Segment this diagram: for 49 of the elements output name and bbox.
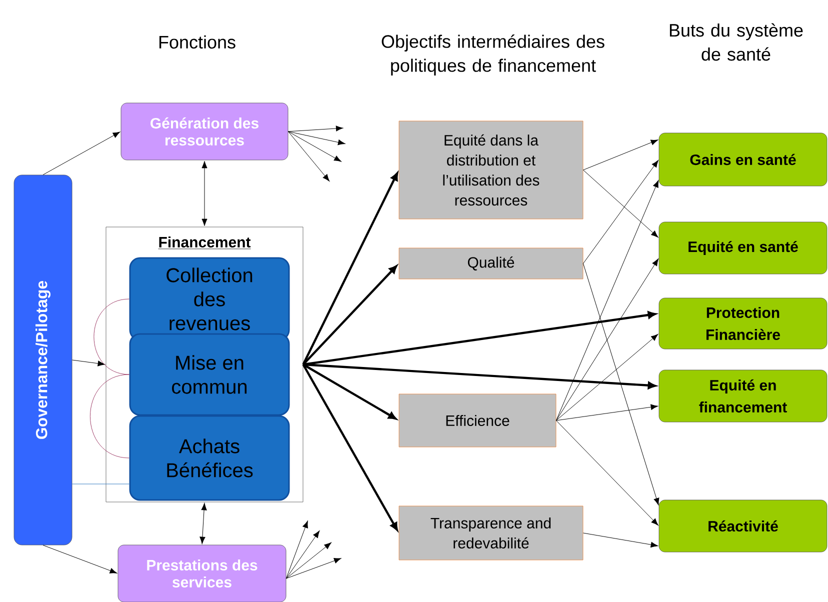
arrow xyxy=(72,360,106,366)
connector-curve xyxy=(94,298,130,375)
arrow xyxy=(582,160,658,264)
arrow xyxy=(556,180,659,421)
arrow xyxy=(582,170,658,238)
arrow xyxy=(286,558,342,579)
arrow xyxy=(200,502,207,544)
function-box: Génération des ressources xyxy=(120,102,288,160)
arrow xyxy=(286,520,308,579)
arrow xyxy=(556,258,658,421)
arrow xyxy=(288,131,346,146)
objective-box: Transparence and redevabilité xyxy=(398,506,584,560)
arrow xyxy=(556,334,658,421)
column-heading: Fonctions xyxy=(159,35,236,49)
arrow xyxy=(582,532,658,548)
arrow xyxy=(303,311,656,366)
arrow xyxy=(286,530,320,579)
arrow xyxy=(288,131,330,182)
goal-box: Equité en financement xyxy=(658,370,828,422)
governance-bar: Governance/Pilotage xyxy=(14,174,72,546)
arrow xyxy=(42,132,120,176)
goal-box: Equité en santé xyxy=(658,222,828,274)
goal-box: Protection Financière xyxy=(658,298,828,350)
arrow xyxy=(302,364,398,530)
financing-box: Mise en commun xyxy=(129,333,290,416)
arrow xyxy=(202,160,208,226)
objective-box: Efficience xyxy=(398,394,556,448)
arrow xyxy=(42,544,118,574)
goal-box: Gains en santé xyxy=(658,132,828,186)
arrow xyxy=(302,364,396,420)
arrow xyxy=(556,420,658,526)
arrow xyxy=(556,404,658,421)
connector-curve xyxy=(90,374,130,458)
column-heading: Objectifs intermédiaires des politiques de financement xyxy=(382,34,604,76)
function-box: Prestations des services xyxy=(118,544,286,602)
financing-box: Achats Bénéfices xyxy=(129,415,290,501)
arrow xyxy=(582,263,660,506)
arrow xyxy=(303,363,656,389)
arrow xyxy=(286,542,332,579)
financing-box: Collection des revenues xyxy=(129,257,290,341)
arrow xyxy=(288,126,344,132)
column-heading: Buts du système de santé xyxy=(670,23,803,61)
objective-box: Qualité xyxy=(398,248,584,280)
arrow xyxy=(302,172,398,365)
arrow xyxy=(288,131,342,162)
goal-box: Réactivité xyxy=(658,500,828,552)
arrow xyxy=(582,140,658,170)
objective-box: Equité dans la distribution et l’utilisation des ressources xyxy=(398,120,584,220)
arrow xyxy=(302,265,398,366)
